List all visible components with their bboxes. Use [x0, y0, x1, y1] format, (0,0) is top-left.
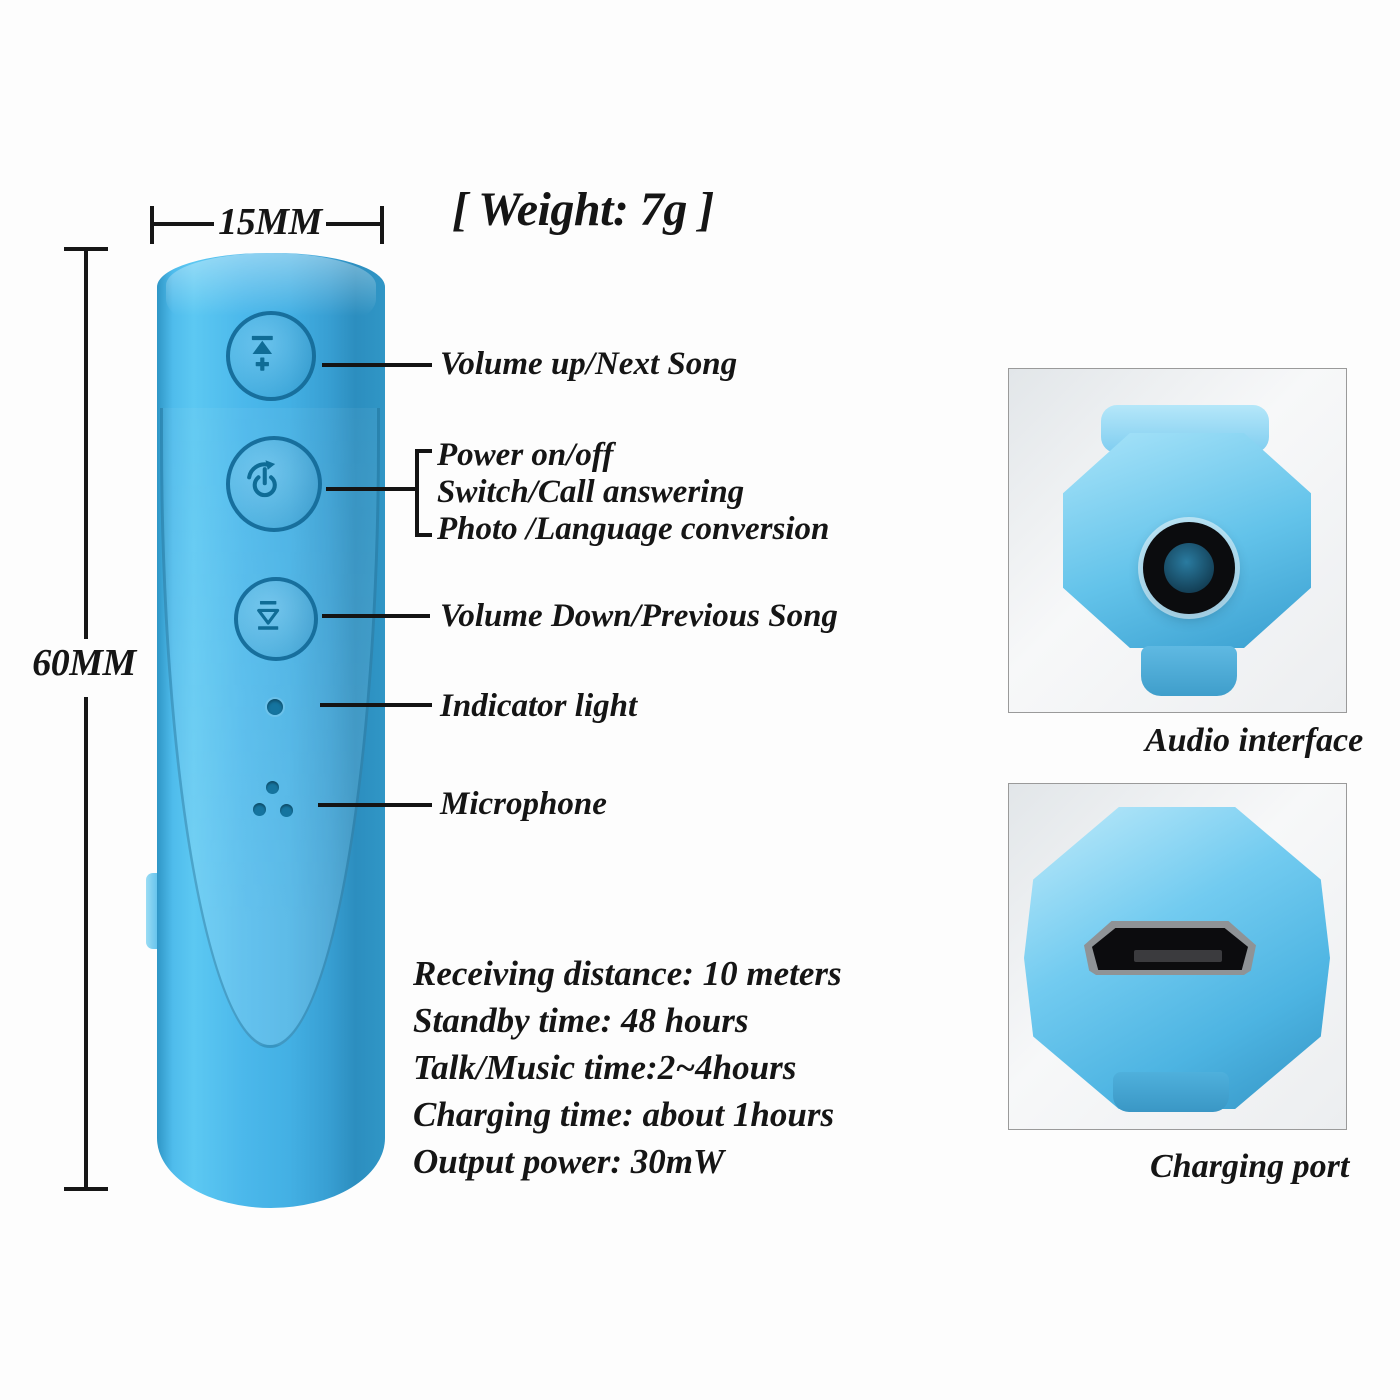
audio-jack [1143, 522, 1235, 614]
power-labels: Power on/off Switch/Call answering Photo… [437, 437, 829, 548]
device-neck [1141, 646, 1237, 696]
microphone-hole [253, 803, 266, 816]
indicator-label: Indicator light [440, 688, 638, 724]
height-dim-bottom-tick [64, 1187, 108, 1191]
microphone-hole [280, 804, 293, 817]
width-dimension-label: 15MM [218, 201, 322, 243]
usb-port-opening [1092, 928, 1248, 970]
audio-jack-socket [1164, 543, 1214, 593]
usb-port [1084, 921, 1256, 975]
volume-up-label: Volume up/Next Song [440, 346, 738, 382]
height-dim-line-upper [84, 251, 88, 639]
height-dimension-label: 60MM [32, 642, 136, 684]
volume-up-button [226, 311, 316, 401]
usb-connector-tongue [1134, 950, 1222, 962]
spec-receiving-distance: Receiving distance: 10 meters [413, 954, 842, 993]
volume-down-button [234, 577, 318, 661]
width-dim-right-tick [380, 206, 384, 244]
spec-list: Receiving distance: 10 meters Standby ti… [413, 950, 842, 1185]
width-dim-left-tick [150, 206, 154, 244]
spec-output-power: Output power: 30mW [413, 1142, 725, 1181]
spec-standby-time: Standby time: 48 hours [413, 1001, 749, 1040]
volume-down-previous-icon [248, 596, 304, 641]
audio-interface-photo [1008, 368, 1347, 713]
power-label-line2: Switch/Call answering [437, 474, 745, 510]
bluetooth-receiver-device [157, 253, 385, 1208]
power-button [226, 436, 322, 532]
spec-talk-music-time: Talk/Music time:2~4hours [413, 1048, 797, 1087]
power-label-line3: Photo /Language conversion [437, 511, 830, 547]
width-dim-line-left [154, 222, 214, 226]
leader-power [326, 487, 415, 491]
microphone-hole [266, 781, 279, 794]
leader-volume-up [322, 363, 432, 367]
indicator-light-dot [267, 699, 283, 715]
volume-up-next-icon [240, 331, 302, 381]
charging-port-caption: Charging port [1150, 1148, 1350, 1185]
weight-label: [ Weight: 7g ] [452, 183, 714, 236]
device-barrel-stub [1113, 1072, 1229, 1112]
width-dim-line-right [326, 222, 382, 226]
power-label-line1: Power on/off [437, 437, 614, 473]
leader-volume-down [322, 614, 430, 618]
leader-indicator [320, 703, 432, 707]
clip-tab [146, 873, 159, 949]
leader-microphone [318, 803, 432, 807]
microphone-label: Microphone [440, 786, 607, 822]
power-labels-bracket [415, 449, 432, 537]
height-dim-top-tick [64, 247, 108, 251]
height-dim-line-lower [84, 697, 88, 1187]
charging-port-photo [1008, 783, 1347, 1130]
spec-charging-time: Charging time: about 1hours [413, 1095, 835, 1134]
volume-down-label: Volume Down/Previous Song [440, 598, 838, 634]
audio-interface-caption: Audio interface [1145, 722, 1364, 759]
power-call-icon [241, 458, 307, 511]
